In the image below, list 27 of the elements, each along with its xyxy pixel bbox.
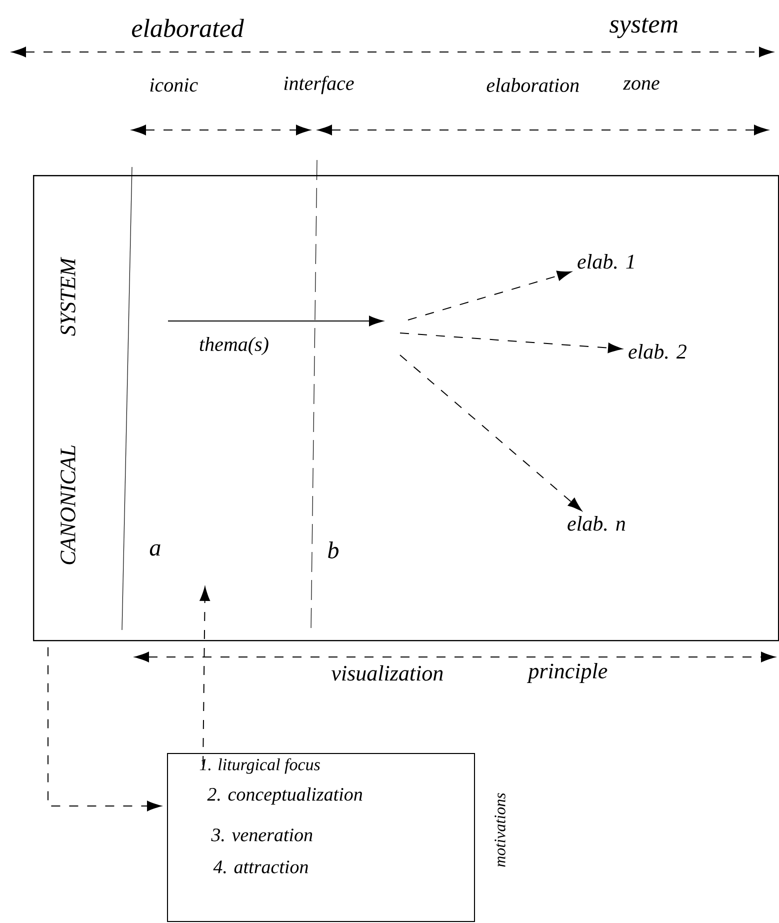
list-item: 3. veneration	[211, 828, 312, 842]
list-item: 1. liturgical focus	[200, 758, 320, 774]
node-label: elab. 2	[628, 344, 686, 359]
side-label: motivations	[494, 793, 506, 867]
span-label: system	[610, 18, 678, 38]
list-item: 2. conceptualization	[207, 787, 362, 805]
span-label: elaboration	[486, 78, 579, 92]
list-item: 4. attraction	[213, 860, 308, 874]
span-label: interface	[284, 76, 354, 94]
arrow	[48, 646, 162, 812]
arrow	[400, 354, 582, 512]
span-label: zone	[623, 80, 660, 90]
span-label: elaborated	[132, 18, 244, 38]
arrow	[408, 270, 572, 320]
vertical-label: SYSTEM	[60, 256, 76, 336]
arrow	[168, 316, 384, 326]
span-label: principle	[526, 663, 608, 683]
vertical-label: CANONICAL	[60, 446, 76, 564]
arrow	[200, 586, 210, 766]
span-label: a	[150, 544, 160, 556]
arrow	[400, 332, 622, 354]
node-label: elab. n	[568, 516, 626, 531]
span-label: visualization	[332, 665, 443, 681]
node-label: thema(s)	[200, 337, 268, 356]
span-label: iconic	[150, 78, 198, 92]
span-label: b	[328, 542, 338, 558]
node-label: elab. 1	[578, 254, 634, 269]
